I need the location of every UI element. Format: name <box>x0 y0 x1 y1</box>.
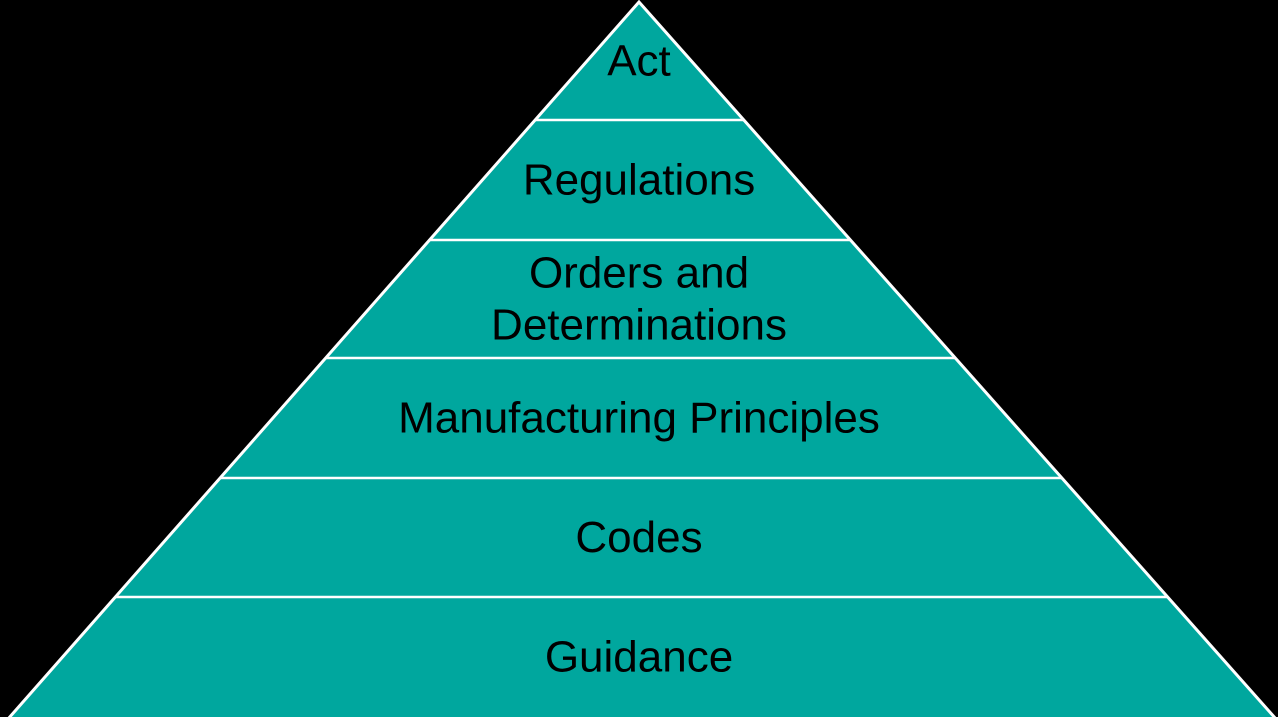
level-label: Manufacturing Principles <box>398 394 880 443</box>
pyramid-level-guidance: Guidance <box>545 633 733 682</box>
level-label: Codes <box>575 513 702 562</box>
level-label: Regulations <box>523 156 755 205</box>
pyramid-shape <box>7 0 1277 717</box>
level-label: Guidance <box>545 633 733 682</box>
pyramid-level-act: Act <box>607 37 671 86</box>
level-label: Determinations <box>491 301 787 350</box>
pyramid-level-codes: Codes <box>575 513 702 562</box>
pyramid-level-regulations: Regulations <box>523 156 755 205</box>
level-label: Orders and <box>529 249 749 298</box>
pyramid-level-manufacturing-principles: Manufacturing Principles <box>398 394 880 443</box>
level-label: Act <box>607 37 671 86</box>
